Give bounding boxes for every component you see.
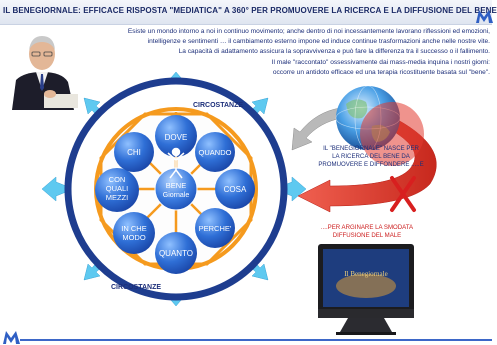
bubble-quando: QUANDO <box>195 132 235 172</box>
red-x-icon <box>390 176 416 212</box>
title-bar: IL BENEGIORNALE: EFFICACE RISPOSTA "MEDI… <box>0 0 497 25</box>
bubble-dove: DOVE <box>155 115 197 157</box>
intro-text: Esiste un mondo intorno a noi in continu… <box>82 27 490 78</box>
red-note: ....PER ARGINARE LA SMODATA DIFFUSIONE D… <box>312 224 422 240</box>
red-circle-icon <box>360 102 424 166</box>
bubble-perche: PERCHE' <box>195 208 235 248</box>
tv-screen-text: Il Benegiornale <box>344 270 387 278</box>
center-node: BENE Giornale <box>154 167 198 211</box>
logo-icon <box>3 331 20 344</box>
intro-line: intelligenze e sentimenti … il cambiamen… <box>147 38 490 46</box>
arrow-left-icon <box>41 176 67 202</box>
center-line2: Giornale <box>163 192 190 199</box>
bubble-cosa-label: COSA <box>224 185 247 194</box>
logo-icon <box>476 10 493 23</box>
red-note-line: ....PER ARGINARE LA SMODATA <box>320 224 414 231</box>
center-line1: BENE <box>166 181 186 190</box>
bubble-con-quali-mezzi: CON QUALI MEZZI <box>95 168 139 212</box>
bubble-quando-label: QUANDO <box>199 148 232 157</box>
right-note-line: LA RICERCA DEL BENE DA <box>332 153 410 160</box>
page-title: IL BENEGIORNALE: EFFICACE RISPOSTA "MEDI… <box>3 6 497 15</box>
right-note-line: PROMUOVERE E DIFFONDERE .....E <box>318 161 424 168</box>
grey-arrow-icon <box>291 107 343 151</box>
bubble-cosa: COSA <box>215 169 255 209</box>
bubble-in-che-modo-line1: IN CHE <box>121 224 146 233</box>
bubble-quanto: QUANTO <box>155 232 197 274</box>
intro-line: Esiste un mondo intorno a noi in continu… <box>127 28 490 35</box>
bubble-perche-label: PERCHE' <box>199 224 232 233</box>
intro-line: Il male "raccontato" ossessivamente dai … <box>271 58 490 66</box>
bubble-quanto-label: QUANTO <box>159 249 193 258</box>
bubble-in-che-modo: IN CHE MODO <box>113 212 155 254</box>
intro-line: occorre un antidoto efficace ed una tera… <box>272 68 490 76</box>
bubble-mezzi-line3: MEZZI <box>106 193 129 202</box>
bubble-chi: CHI <box>114 132 154 172</box>
bubble-mezzi-line2: QUALI <box>106 184 129 193</box>
right-note: IL "BENEGIORNALE" NASCE PER LA RICERCA D… <box>312 145 430 169</box>
person-icon <box>167 147 185 179</box>
bubble-chi-label: CHI <box>127 148 141 157</box>
bubble-in-che-modo-line2: MODO <box>122 233 145 242</box>
intro-line: La capacità di adattamento assicura la s… <box>178 48 490 56</box>
bubble-mezzi-line1: CON <box>109 175 126 184</box>
circostanze-top-label: CIRCOSTANZE <box>193 102 243 109</box>
circostanze-bottom-label: CIRCOSTANZE <box>111 284 161 291</box>
footer-line <box>20 339 492 341</box>
red-note-line: DIFFUSIONE DEL MALE <box>332 232 402 239</box>
bubble-dove-label: DOVE <box>165 133 188 142</box>
portrait-photo <box>4 28 82 110</box>
tv-icon: Il Benegiornale <box>318 244 414 335</box>
right-note-line: IL "BENEGIORNALE" NASCE PER <box>323 145 419 152</box>
